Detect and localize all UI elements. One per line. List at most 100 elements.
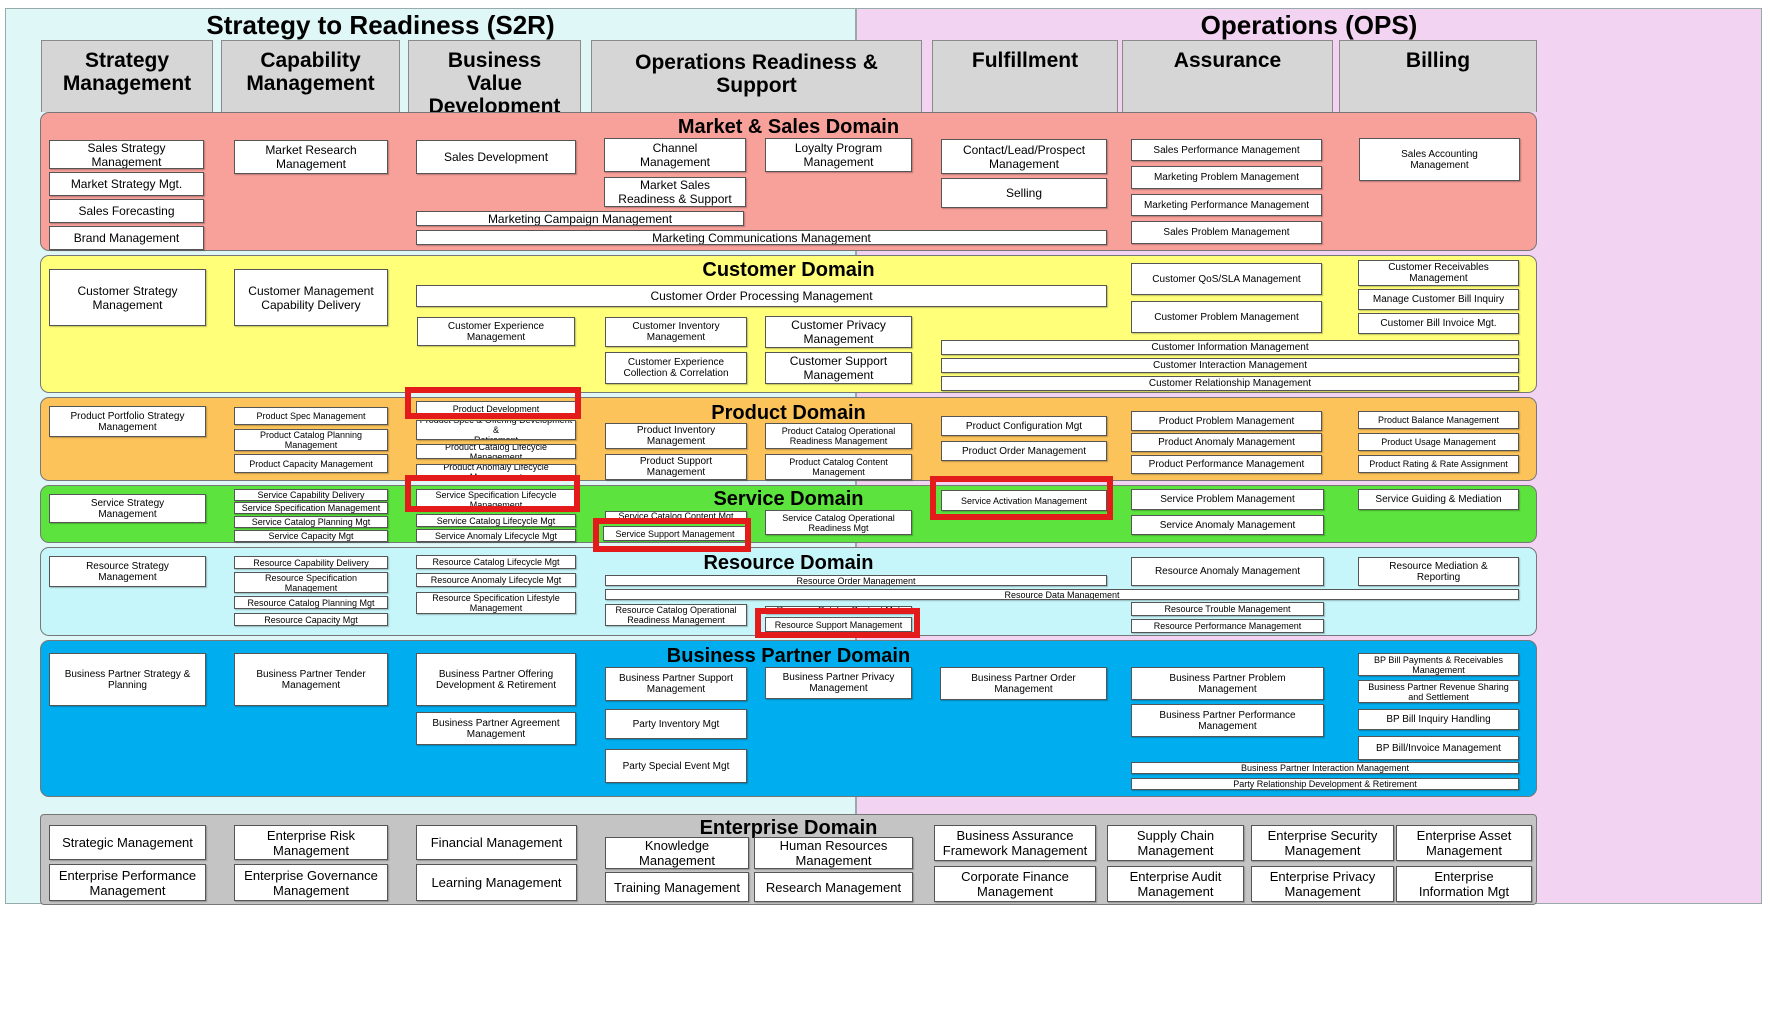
- process-box[interactable]: Business Partner Performance Management: [1131, 704, 1324, 737]
- process-box[interactable]: Service Problem Management: [1131, 489, 1324, 510]
- process-box[interactable]: Manage Customer Bill Inquiry: [1358, 289, 1519, 310]
- process-box[interactable]: Knowledge Management: [605, 837, 749, 869]
- process-box[interactable]: Resource Trouble Management: [1131, 602, 1324, 616]
- process-box[interactable]: Brand Management: [49, 226, 204, 250]
- process-box[interactable]: Product Order Management: [941, 441, 1107, 461]
- process-box[interactable]: Customer Experience Management: [417, 317, 575, 346]
- process-box[interactable]: Customer Receivables Management: [1358, 260, 1519, 286]
- process-box[interactable]: Customer Bill Invoice Mgt.: [1358, 313, 1519, 334]
- process-box[interactable]: Resource Catalog Operational Readiness M…: [605, 604, 747, 626]
- process-box[interactable]: Enterprise Audit Management: [1107, 866, 1244, 902]
- process-box[interactable]: Product Inventory Management: [605, 423, 747, 449]
- process-box[interactable]: Party Special Event Mgt: [605, 749, 747, 783]
- process-box[interactable]: Training Management: [605, 872, 749, 902]
- process-box[interactable]: Enterprise Risk Management: [234, 825, 388, 860]
- process-box[interactable]: Business Partner Revenue Sharing and Set…: [1358, 680, 1519, 703]
- process-box[interactable]: Customer Experience Collection & Correla…: [605, 352, 747, 384]
- process-box[interactable]: Sales Problem Management: [1131, 221, 1322, 244]
- process-box[interactable]: Financial Management: [416, 825, 577, 860]
- process-box[interactable]: Contact/Lead/Prospect Management: [941, 139, 1107, 174]
- process-box[interactable]: Corporate Finance Management: [934, 866, 1096, 902]
- process-box[interactable]: Party Inventory Mgt: [605, 709, 747, 739]
- process-box[interactable]: Strategic Management: [49, 825, 206, 860]
- process-box[interactable]: Product Capacity Management: [234, 454, 388, 473]
- process-box[interactable]: Resource Capability Delivery: [234, 556, 388, 569]
- process-box[interactable]: Sales Strategy Management: [49, 140, 204, 169]
- process-box[interactable]: Sales Accounting Management: [1359, 138, 1520, 181]
- process-box[interactable]: Resource Mediation & Reporting: [1358, 557, 1519, 586]
- process-box[interactable]: Product Support Management: [605, 454, 747, 480]
- process-box[interactable]: Business Partner Interaction Management: [1131, 762, 1519, 774]
- process-box[interactable]: Product Configuration Mgt: [941, 416, 1107, 436]
- process-box[interactable]: Resource Strategy Management: [49, 556, 206, 587]
- process-box[interactable]: Enterprise Security Management: [1251, 825, 1394, 861]
- process-box[interactable]: Product Catalog Lifecycle Management: [416, 444, 576, 459]
- process-box[interactable]: Resource Specification Lifestyle Managem…: [416, 592, 576, 614]
- process-box[interactable]: Loyalty Program Management: [765, 138, 912, 172]
- process-box[interactable]: Product Performance Management: [1131, 455, 1322, 474]
- process-box[interactable]: Product Rating & Rate Assignment: [1358, 455, 1519, 473]
- process-box[interactable]: Channel Management: [604, 138, 746, 172]
- process-box[interactable]: Business Partner Tender Management: [234, 653, 388, 706]
- process-box[interactable]: Party Relationship Development & Retirem…: [1131, 778, 1519, 790]
- process-box[interactable]: Resource Order Management: [605, 575, 1107, 586]
- process-box[interactable]: Research Management: [754, 872, 913, 902]
- process-box[interactable]: Selling: [941, 178, 1107, 208]
- process-box[interactable]: BP Bill Payments & Receivables Managemen…: [1358, 653, 1519, 676]
- process-box[interactable]: Service Anomaly Management: [1131, 515, 1324, 535]
- process-box[interactable]: Service Specification Management: [234, 502, 388, 514]
- process-box[interactable]: Product Catalog Operational Readiness Ma…: [765, 423, 912, 449]
- process-box[interactable]: Enterprise Governance Management: [234, 864, 388, 901]
- process-box[interactable]: Resource Capacity Mgt: [234, 613, 388, 626]
- process-box[interactable]: Sales Forecasting: [49, 199, 204, 223]
- process-box[interactable]: Marketing Communications Management: [416, 230, 1107, 245]
- process-box[interactable]: Service Capacity Mgt: [234, 530, 388, 542]
- process-box[interactable]: Marketing Campaign Management: [416, 211, 744, 226]
- process-box[interactable]: Resource Data Management: [605, 589, 1519, 600]
- process-box[interactable]: Service Strategy Management: [49, 494, 206, 523]
- process-box[interactable]: Marketing Problem Management: [1131, 166, 1322, 189]
- process-box[interactable]: Resource Support Management: [765, 617, 912, 632]
- process-box[interactable]: Business Partner Strategy & Planning: [49, 653, 206, 706]
- process-box[interactable]: Customer Interaction Management: [941, 358, 1519, 373]
- process-box[interactable]: Resource Anomaly Management: [1131, 557, 1324, 586]
- process-box[interactable]: Sales Development: [416, 140, 576, 174]
- process-box[interactable]: Product Portfolio Strategy Management: [49, 406, 206, 437]
- process-box[interactable]: Product Problem Management: [1131, 411, 1322, 431]
- process-box[interactable]: Service Catalog Planning Mgt: [234, 516, 388, 528]
- process-box[interactable]: Resource Performance Management: [1131, 619, 1324, 633]
- process-box[interactable]: Product Anomaly Management: [1131, 433, 1322, 452]
- process-box[interactable]: Resource Specification Management: [234, 572, 388, 593]
- process-box[interactable]: Service Catalog Lifecycle Mgt: [416, 514, 576, 527]
- process-box[interactable]: Customer QoS/SLA Management: [1131, 263, 1322, 295]
- process-box[interactable]: Customer Relationship Management: [941, 376, 1519, 391]
- process-box[interactable]: Service Activation Management: [941, 490, 1107, 511]
- process-box[interactable]: Product Spec Management: [234, 407, 388, 425]
- process-box[interactable]: Product Catalog Content Management: [765, 454, 912, 480]
- process-box[interactable]: Customer Strategy Management: [49, 269, 206, 326]
- process-box[interactable]: Service Guiding & Mediation: [1358, 489, 1519, 510]
- process-box[interactable]: BP Bill Inquiry Handling: [1358, 709, 1519, 730]
- process-box[interactable]: Market Strategy Mgt.: [49, 172, 204, 196]
- process-box[interactable]: Service Capability Delivery: [234, 489, 388, 501]
- process-box[interactable]: Market Sales Readiness & Support: [604, 177, 746, 207]
- process-box[interactable]: Marketing Performance Management: [1131, 194, 1322, 216]
- process-box[interactable]: Enterprise Performance Management: [49, 864, 206, 901]
- process-box[interactable]: Customer Management Capability Delivery: [234, 269, 388, 326]
- process-box[interactable]: Business Partner Agreement Management: [416, 712, 576, 745]
- process-box[interactable]: Business Partner Order Management: [940, 667, 1107, 700]
- process-box[interactable]: Product Catalog Planning Management: [234, 429, 388, 451]
- process-box[interactable]: Business Partner Offering Development & …: [416, 653, 576, 706]
- process-box[interactable]: Resource Anomaly Lifecycle Mgt: [416, 573, 576, 587]
- process-box[interactable]: Product Usage Management: [1358, 433, 1519, 451]
- process-box[interactable]: Business Assurance Framework Management: [934, 825, 1096, 861]
- process-box[interactable]: Sales Performance Management: [1131, 139, 1322, 161]
- process-box[interactable]: Customer Privacy Management: [765, 316, 912, 348]
- process-box[interactable]: Enterprise Asset Management: [1396, 825, 1532, 861]
- process-box[interactable]: Enterprise Information Mgt: [1396, 866, 1532, 902]
- process-box[interactable]: Customer Support Management: [765, 352, 912, 384]
- process-box[interactable]: Supply Chain Management: [1107, 825, 1244, 861]
- process-box[interactable]: Business Partner Support Management: [605, 667, 747, 701]
- process-box[interactable]: Customer Inventory Management: [605, 317, 747, 347]
- process-box[interactable]: Resource Catalog Planning Mgt: [234, 596, 388, 609]
